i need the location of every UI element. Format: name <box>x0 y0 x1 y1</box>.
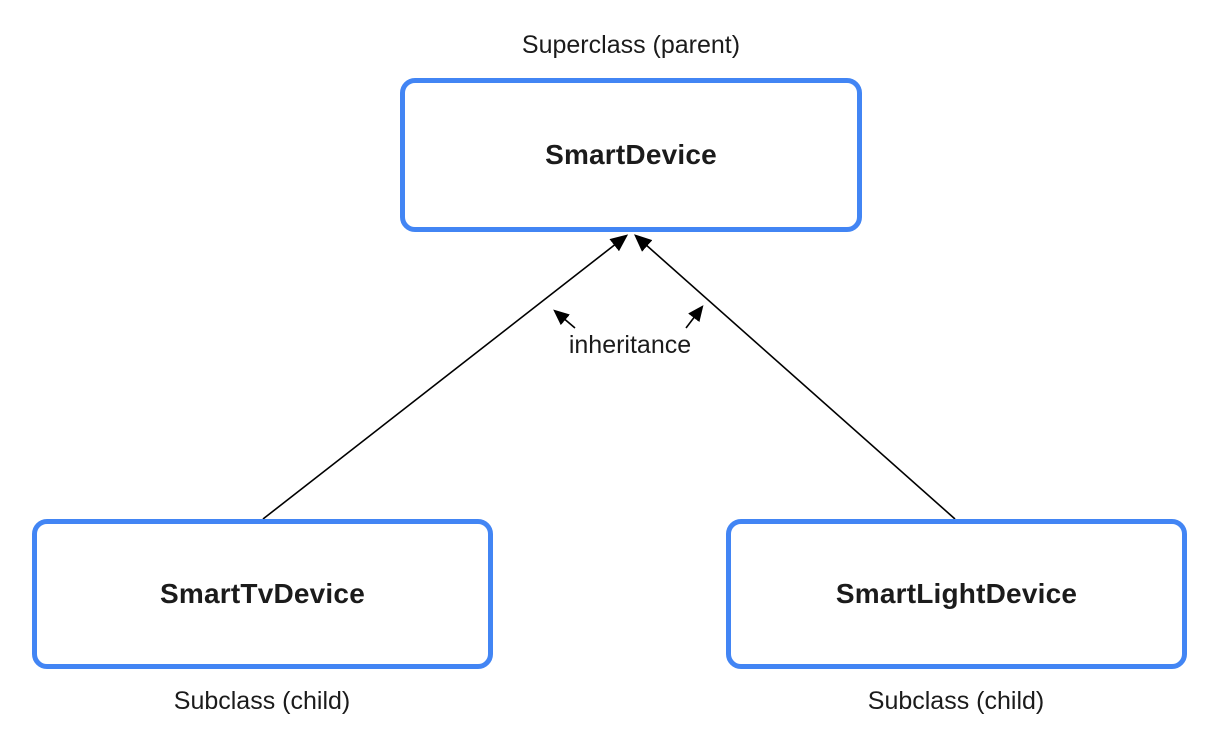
superclass-role-label: Superclass (parent) <box>521 31 741 59</box>
edge-label-pointer-right <box>685 305 704 329</box>
superclass-name: SmartDevice <box>545 139 717 170</box>
subclass-left-box: SmartTvDevice <box>32 519 493 669</box>
superclass-box: SmartDevice <box>400 78 862 232</box>
subclass-left-name: SmartTvDevice <box>160 578 365 609</box>
inheritance-arrow-right <box>634 234 956 520</box>
inheritance-arrow-left <box>262 234 629 520</box>
edge-label: inheritance <box>568 331 692 359</box>
subclass-right-box: SmartLightDevice <box>726 519 1187 669</box>
subclass-right-role-label: Subclass (child) <box>867 687 1045 715</box>
subclass-left-role-label: Subclass (child) <box>173 687 351 715</box>
subclass-right-name: SmartLightDevice <box>835 578 1078 609</box>
edge-label-pointer-left <box>553 309 576 329</box>
